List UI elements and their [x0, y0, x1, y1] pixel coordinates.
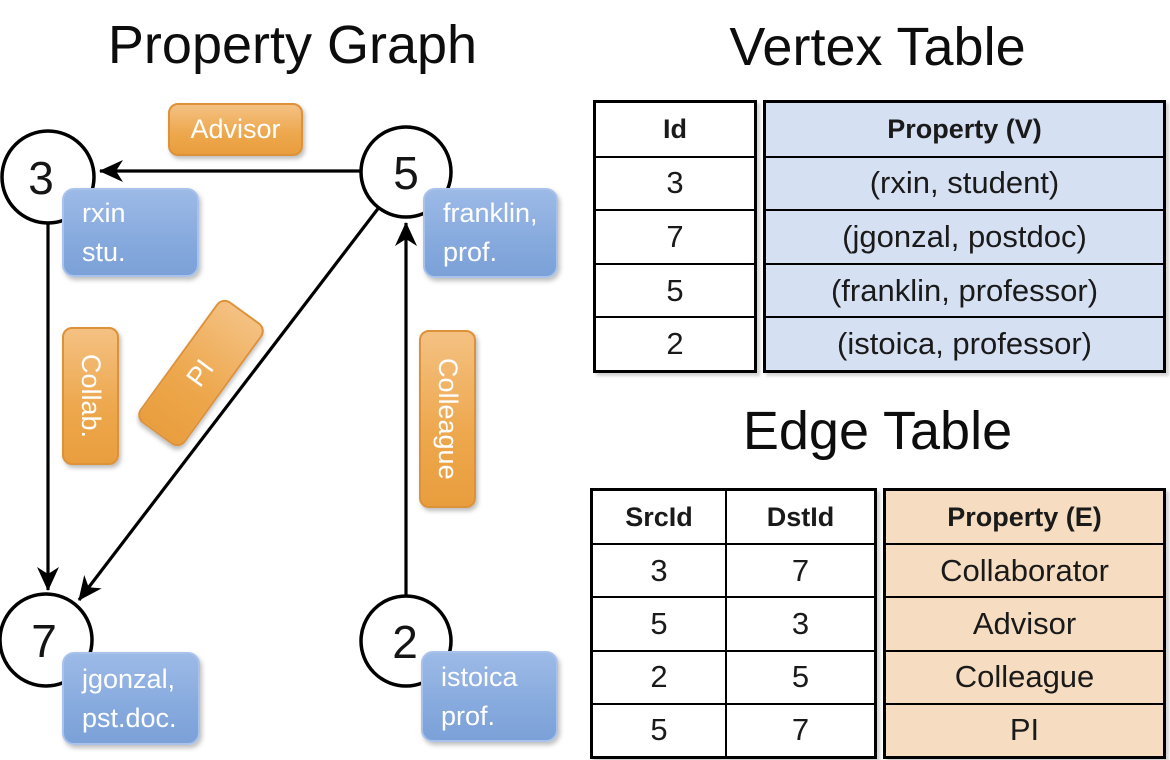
table-row: 2 — [596, 316, 754, 370]
vertex-5-id: 5 — [393, 147, 419, 199]
vertex-label-jgonzal: jgonzal, pst.doc. — [62, 652, 200, 745]
cell-srcid: 3 — [650, 552, 668, 588]
column-header-label: Id — [663, 113, 687, 144]
cell-id: 5 — [666, 272, 684, 308]
table-row: Colleague — [886, 649, 1163, 703]
cell-dstid: 7 — [725, 545, 874, 597]
vertex-label-line: prof. — [443, 237, 498, 267]
table-row: 5 3 — [593, 596, 874, 650]
vertex-table-property-column: Property (V) (rxin, student) (jgonzal, p… — [763, 100, 1166, 373]
vertex-label-line: stu. — [82, 236, 126, 267]
table-row: (jgonzal, postdoc) — [766, 209, 1163, 263]
edge-pi-5-to-7 — [77, 205, 382, 601]
edge-table-id-headers: SrcId DstId — [593, 491, 874, 544]
table-row: 7 — [596, 209, 754, 263]
property-graph-title: Property Graph — [107, 15, 478, 75]
cell-dstid: 7 — [725, 704, 874, 756]
vertex-label-line: pst.doc. — [82, 702, 177, 733]
vertex-label-line: jgonzal, — [82, 663, 176, 694]
column-header-label: Property (V) — [887, 113, 1042, 144]
vertex-table-title: Vertex Table — [729, 17, 1026, 77]
cell-property: Colleague — [954, 659, 1095, 695]
cell-property: (rxin, student) — [869, 165, 1060, 201]
table-row: Advisor — [886, 596, 1163, 650]
table-row: (rxin, student) — [766, 155, 1163, 210]
vertex-label-line: franklin, — [443, 198, 538, 228]
vertex-label-franklin: franklin, prof. — [423, 188, 558, 278]
column-header-dstid: DstId — [725, 491, 874, 544]
edge-label-pi-text: PI — [180, 353, 221, 392]
cell-srcid: 2 — [650, 659, 668, 695]
edge-label-collab: Collab. — [62, 327, 119, 465]
edge-table-id-columns: SrcId DstId 3 7 5 3 2 5 5 7 — [590, 488, 877, 759]
cell-srcid: 5 — [650, 606, 668, 641]
edge-table-property-header: Property (E) — [886, 491, 1163, 544]
cell-property: PI — [1009, 712, 1040, 748]
edge-table-property-column: Property (E) Collaborator Advisor Collea… — [883, 488, 1166, 759]
cell-property: Advisor — [972, 606, 1077, 641]
cell-property: (franklin, professor) — [830, 272, 1099, 308]
cell-id: 3 — [666, 165, 684, 201]
vertex-label-line: istoica — [441, 661, 518, 692]
table-row: 5 7 — [593, 702, 874, 756]
vertex-table-id-column: Id 3 7 5 2 — [593, 100, 757, 373]
vertex-label-line: prof. — [441, 700, 496, 731]
vertex-3-id: 3 — [28, 152, 54, 204]
cell-property: (jgonzal, postdoc) — [842, 219, 1087, 255]
table-row: PI — [886, 702, 1163, 756]
column-header-srcid: SrcId — [625, 501, 693, 532]
edge-label-colleague: Colleague — [419, 330, 476, 508]
cell-property: Collaborator — [940, 552, 1109, 588]
table-row: (franklin, professor) — [766, 262, 1163, 317]
cell-srcid: 5 — [650, 712, 668, 748]
table-row: (istoica, professor) — [766, 316, 1163, 370]
vertex-label-line: rxin — [82, 197, 126, 228]
cell-dstid: 3 — [725, 598, 874, 650]
vertex-label-rxin: rxin stu. — [62, 188, 199, 277]
table-row: 3 7 — [593, 543, 874, 597]
table-row: 3 — [596, 155, 754, 210]
table-row: 5 — [596, 262, 754, 317]
vertex-7-id: 7 — [31, 615, 57, 667]
table-row: 2 5 — [593, 649, 874, 703]
vertex-2-id: 2 — [392, 616, 418, 668]
cell-dstid: 5 — [725, 651, 874, 703]
cell-id: 7 — [666, 219, 684, 255]
edge-table-title: Edge Table — [742, 401, 1013, 461]
vertex-table-property-header: Property (V) — [766, 103, 1163, 156]
column-header-label: Property (E) — [947, 501, 1102, 532]
cell-property: (istoica, professor) — [837, 326, 1092, 362]
vertex-label-istoica: istoica prof. — [421, 651, 558, 742]
vertex-table-id-header: Id — [596, 103, 754, 156]
edge-label-advisor: Advisor — [168, 103, 303, 156]
table-row: Collaborator — [886, 543, 1163, 597]
cell-id: 2 — [666, 326, 684, 362]
